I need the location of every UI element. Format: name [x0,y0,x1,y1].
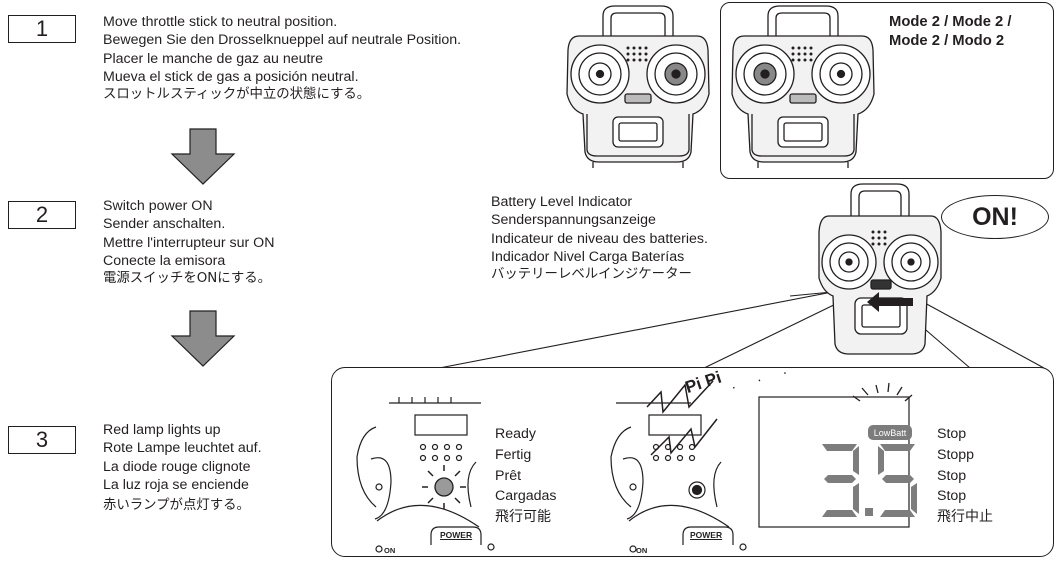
down-arrow-icon [170,310,236,367]
step-3-number: 3 [35,427,49,452]
step-2-text: Switch power ON Sender anschalten. Mettr… [103,197,274,288]
sunburst-icon [422,465,466,509]
mode-label: Mode 2 / Mode 2 / Mode 2 / Modo 2 [889,13,1012,50]
stop-label-en: Stop [937,426,967,442]
buzzer-zigzag-icon [646,380,718,456]
down-arrow-icon [170,128,236,185]
step-3-line-es: La luz roja se enciende [103,476,249,493]
step-3-box: 3 [8,426,76,454]
ready-label-jp: 飛行可能 [495,509,551,526]
step-3-line-fr: La diode rouge clignote [103,458,251,475]
battery-line-de: Senderspannungsanzeige [491,212,656,229]
ready-label-de: Fertig [495,446,532,463]
step-1-line-jp: スロットルスティックが中立の状態にする。 [103,87,371,103]
step-1-line-en: Move throttle stick to neutral position. [103,14,338,30]
stop-label-jp: 飛行中止 [937,509,993,526]
step-3-line-jp: 赤いランプが点灯する。 [103,498,250,514]
stop-label-de: Stopp [937,446,975,463]
panel-drawings [356,380,917,553]
power-label-left: POWER [440,530,473,540]
step-3-line-en: Red lamp lights up [103,422,221,438]
ready-label-fr: Prêt [495,467,522,484]
step-1-line-fr: Placer le manche de gaz au neutre [103,50,324,67]
step-1-box: 1 [8,15,76,43]
step-2-line-es: Conecte la emisora [103,252,226,269]
step-3-text: Red lamp lights up Rote Lampe leuchtet a… [103,421,262,515]
transmitter-icon [566,5,710,168]
battery-line-es: Indicador Nivel Carga Baterías [491,248,685,265]
ready-labels: Ready Fertig Prêt Cargadas 飛行可能 [495,424,557,528]
on-callout-bubble: ON! [941,195,1049,239]
transmitter-icon [731,5,875,168]
battery-level-indicator-text: Battery Level Indicator Senderspannungsa… [491,193,708,284]
seven-segment-display [822,444,917,517]
on-label-middle: ON [636,546,648,555]
step-3-line-de: Rote Lampe leuchtet auf. [103,440,262,457]
mode-label-line-2: Mode 2 / Modo 2 [889,32,1005,49]
ready-label-es: Cargadas [495,488,557,505]
step-2-number: 2 [35,202,49,227]
step-2-box: 2 [8,201,76,229]
on-callout-text: ON! [972,202,1018,231]
ready-label-en: Ready [495,426,537,442]
step-1-text: Move throttle stick to neutral position.… [103,13,461,104]
battery-line-jp: バッテリーレベルインジケーター [491,267,692,283]
on-label-left: ON [384,546,396,555]
power-label-middle: POWER [690,530,723,540]
battery-line-en: Battery Level Indicator [491,194,633,210]
step-2-line-fr: Mettre l'interrupteur sur ON [103,234,275,251]
low-batt-indicator: LowBatt [868,425,912,440]
step-2-line-en: Switch power ON [103,198,213,214]
stop-label-es: Stop [937,488,967,505]
step-1-number: 1 [35,16,49,41]
step-2-line-jp: 電源スイッチをONにする。 [103,271,271,287]
stop-labels: Stop Stopp Stop Stop 飛行中止 [937,424,993,528]
stop-label-fr: Stop [937,467,967,484]
step-2-line-de: Sender anschalten. [103,216,226,233]
battery-line-fr: Indicateur de niveau des batteries. [491,230,708,247]
mode-label-line-1: Mode 2 / Mode 2 / [889,14,1012,30]
step-1-line-de: Bewegen Sie den Drosselknueppel auf neut… [103,32,462,49]
transmitter-icon [818,183,942,355]
mode-box [720,2,1054,179]
step-1-line-es: Mueva el stick de gas a posición neutral… [103,68,359,85]
